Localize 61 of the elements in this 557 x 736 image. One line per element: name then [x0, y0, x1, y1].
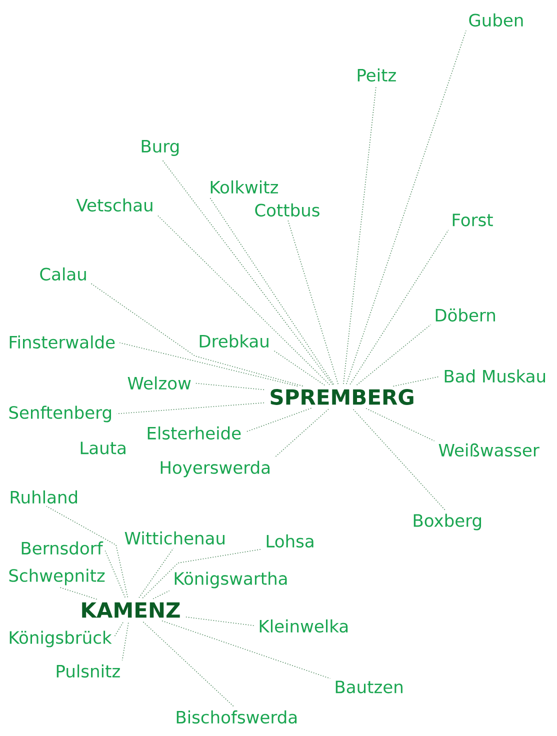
connector-line [116, 402, 264, 414]
town-label: Drebkau [200, 334, 268, 348]
connector-line [346, 30, 466, 384]
connector-line [46, 506, 128, 598]
town-label: Weißwasser [438, 443, 540, 457]
town-label: Pulsnitz [56, 664, 120, 678]
connector-line [142, 622, 235, 708]
connector-line [162, 620, 331, 679]
town-label: Burg [142, 140, 179, 156]
town-label: Bernsdorf [22, 541, 104, 555]
connector-line [274, 408, 329, 458]
connector-line [142, 548, 262, 598]
connector-line [392, 376, 440, 387]
town-label: Ruhland [10, 490, 77, 504]
hub-town-label: SPREMBERG [270, 389, 414, 405]
connector-line [114, 622, 124, 637]
connector-line [138, 548, 174, 598]
town-label: Kolkwitz [210, 180, 278, 194]
town-label: Elsterheide [148, 426, 241, 440]
connector-line [119, 342, 298, 387]
town-label: Königsbrück [10, 630, 112, 648]
town-label: Welzow [128, 376, 191, 390]
town-label: Hoyerswerda [160, 460, 270, 478]
town-label: Peitz [358, 68, 396, 82]
connector-line [356, 324, 432, 386]
town-label: Calau [40, 267, 86, 281]
town-label: Lauta [80, 442, 126, 454]
connector-line [343, 85, 376, 384]
connector-line [352, 408, 446, 511]
connector-line [195, 382, 264, 390]
town-label: Kleinwelka [260, 619, 348, 633]
town-label: Guben [469, 13, 523, 27]
connector-line [245, 408, 312, 432]
hub-town-label: KAMENZ [82, 602, 180, 618]
town-label: Bautzen [336, 680, 402, 694]
town-label: Schwepnitz [9, 568, 105, 586]
town-label: Königswartha [174, 572, 287, 588]
connector-line [104, 550, 126, 598]
town-label: Senftenberg [9, 406, 111, 422]
town-label: Bad Muskau [444, 369, 545, 383]
town-label: Vetschau [76, 198, 152, 212]
connector-line [156, 214, 330, 386]
connector-line [90, 283, 304, 386]
connector-line [152, 590, 170, 600]
town-label: Forst [452, 214, 493, 226]
town-label: Cottbus [255, 203, 320, 217]
town-label: Lohsa [266, 534, 314, 548]
connector-line [288, 220, 338, 384]
town-label: Döbern [436, 308, 495, 322]
town-label: Finsterwalde [10, 335, 115, 349]
connector-line [273, 350, 326, 386]
connector-line [186, 616, 254, 626]
town-label: Bischofswerda [176, 710, 297, 724]
town-label: Wittichenau [124, 531, 224, 545]
connector-line [209, 196, 334, 385]
town-label: Boxberg [414, 514, 481, 530]
connector-line [122, 622, 129, 661]
connector-line [350, 230, 449, 385]
connector-line [59, 586, 98, 600]
connector-line [366, 408, 435, 442]
connector-line [162, 159, 333, 385]
